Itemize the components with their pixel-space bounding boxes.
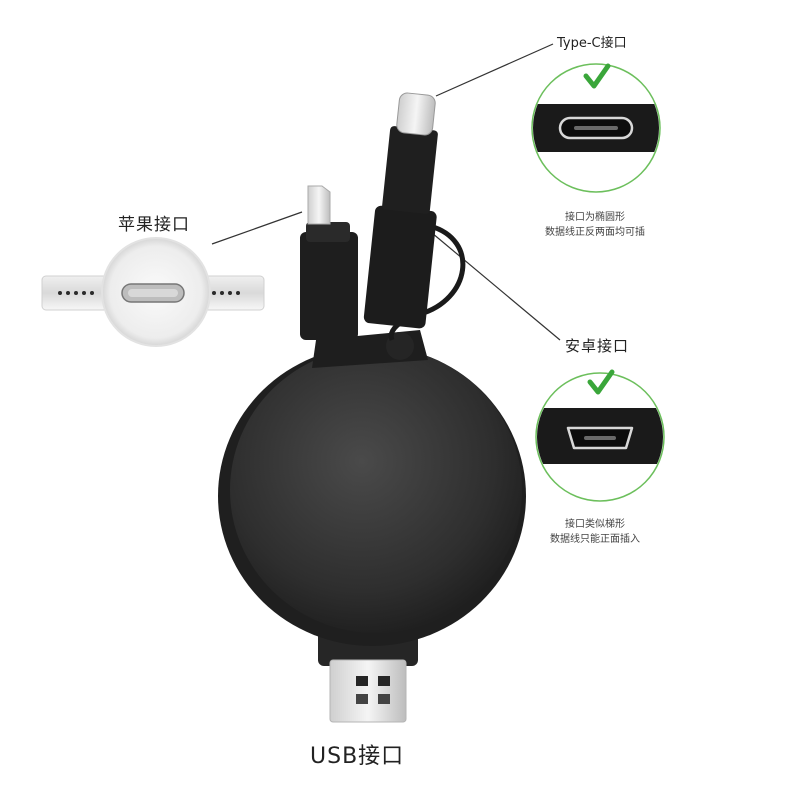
micro-usb-port-closeup [535, 372, 665, 502]
checkmark-icon [583, 63, 611, 89]
typec-leader-line [435, 43, 554, 97]
typec-note-line1: 接口为椭圆形 [565, 212, 625, 223]
apple-label: 苹果接口 [118, 215, 190, 235]
typec-connector [363, 92, 438, 329]
lightning-connector [300, 185, 358, 340]
apple-leader-line [211, 211, 303, 245]
cable-loop [388, 223, 466, 341]
apple-port-closeup [41, 237, 265, 347]
android-note: 接口类似梯形 数据线只能正面插入 [520, 517, 670, 547]
usb-label: USB接口 [310, 744, 405, 769]
reel-body [218, 346, 526, 646]
typec-port-closeup [531, 63, 661, 193]
usb-plug [318, 630, 418, 723]
android-note-line2: 数据线只能正面插入 [550, 534, 640, 545]
android-note-line1: 接口类似梯形 [565, 519, 625, 530]
android-leader-line [431, 232, 561, 341]
checkmark-icon [587, 369, 615, 395]
android-label: 安卓接口 [565, 337, 630, 355]
typec-note: 接口为椭圆形 数据线正反两面均可插 [520, 210, 670, 240]
typec-label: Type-C接口 [557, 36, 627, 51]
typec-note-line2: 数据线正反两面均可插 [545, 227, 645, 238]
